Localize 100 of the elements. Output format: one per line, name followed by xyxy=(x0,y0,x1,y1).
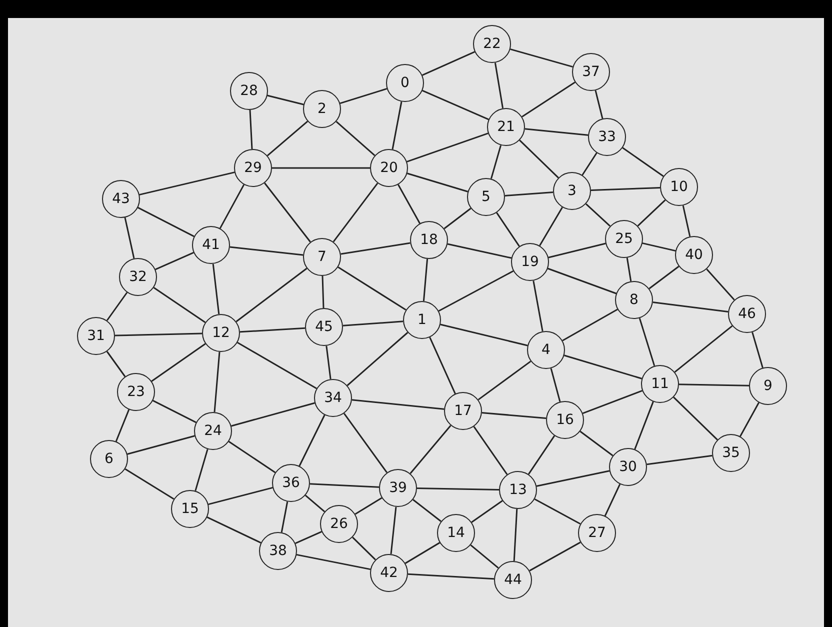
connector-line xyxy=(494,62,504,108)
connector-line xyxy=(646,454,712,466)
connector-line xyxy=(124,217,135,259)
connector-line xyxy=(295,531,322,544)
connector-line xyxy=(539,207,563,246)
connector-line xyxy=(528,435,556,475)
connector-line xyxy=(510,48,573,68)
connector-line xyxy=(482,412,546,420)
connector-line xyxy=(280,502,288,532)
connector-line xyxy=(346,332,408,386)
connector-line xyxy=(410,425,452,474)
connector-line xyxy=(236,268,308,322)
connector-line xyxy=(336,121,376,156)
connector-line xyxy=(422,90,489,120)
connector-line xyxy=(106,292,128,321)
connector-line xyxy=(152,400,196,424)
connector-line xyxy=(153,286,206,324)
connector-line xyxy=(470,544,499,568)
connector-line xyxy=(590,186,660,192)
connector-line xyxy=(447,243,512,259)
connector-line xyxy=(138,206,194,238)
connector-line xyxy=(422,258,428,302)
connector-line xyxy=(412,499,442,522)
connector-line xyxy=(214,352,220,412)
connector-line xyxy=(206,516,262,544)
connector-line xyxy=(114,332,202,336)
connector-line xyxy=(344,412,388,474)
connector-line xyxy=(155,252,194,270)
connector-line xyxy=(604,484,621,516)
connector-line xyxy=(322,276,324,308)
connector-line xyxy=(562,308,618,342)
connector-line xyxy=(522,82,576,118)
connector-line xyxy=(340,88,388,104)
connector-line xyxy=(124,468,174,500)
connector-line xyxy=(678,384,750,386)
connector-line xyxy=(416,488,500,490)
connector-line xyxy=(272,167,370,169)
connector-line xyxy=(127,435,195,455)
connector-line xyxy=(219,184,245,229)
connector-line xyxy=(151,343,206,382)
connector-line xyxy=(673,396,718,440)
connector-line xyxy=(529,542,581,572)
connector-line xyxy=(642,242,676,252)
connector-line xyxy=(422,51,475,76)
connector-line xyxy=(194,448,208,492)
connector-line xyxy=(264,182,311,242)
connector-line xyxy=(298,414,326,466)
connector-line xyxy=(652,302,728,312)
connector-line xyxy=(740,402,760,437)
connector-line xyxy=(392,102,402,150)
connector-line xyxy=(429,337,456,394)
connector-line xyxy=(706,268,735,300)
connector-line xyxy=(513,508,518,562)
connector-line xyxy=(267,94,304,106)
connector-line xyxy=(304,494,326,512)
connector-line xyxy=(208,486,273,506)
connector-line xyxy=(478,360,532,400)
connector-line xyxy=(564,354,642,380)
connector-line xyxy=(490,145,502,179)
connector-line xyxy=(444,208,472,230)
connector-line xyxy=(548,268,616,294)
connector-line xyxy=(139,172,235,196)
connector-line xyxy=(230,246,304,256)
connector-line xyxy=(231,402,315,427)
connector-line xyxy=(504,192,554,196)
connector-line xyxy=(408,573,494,580)
connector-line xyxy=(594,90,604,119)
connector-line xyxy=(390,506,397,554)
connector-line xyxy=(115,409,130,442)
connector-line xyxy=(404,542,440,564)
connector-line xyxy=(634,401,654,450)
connector-line xyxy=(354,497,382,515)
connector-line xyxy=(340,242,410,255)
connector-line xyxy=(580,430,614,456)
connector-line xyxy=(332,182,378,242)
connector-line xyxy=(674,325,733,373)
connector-line xyxy=(228,440,276,474)
connector-line xyxy=(406,132,488,162)
connector-line xyxy=(582,390,642,414)
connector-line xyxy=(548,242,606,258)
connector-line xyxy=(438,270,514,312)
connector-line xyxy=(648,266,680,290)
connector-line xyxy=(249,110,253,150)
connector-line xyxy=(338,266,406,311)
connector-line xyxy=(682,205,691,237)
connector-line xyxy=(212,264,220,314)
connector-line xyxy=(532,280,544,332)
connector-line xyxy=(496,212,520,247)
connector-line xyxy=(519,140,559,178)
connector-line xyxy=(471,500,503,523)
connector-line xyxy=(240,327,306,333)
connector-line xyxy=(637,200,666,226)
connector-line xyxy=(550,368,561,402)
connector-line xyxy=(342,320,404,326)
connector-line xyxy=(296,554,371,570)
connector-line xyxy=(586,203,610,227)
connector-line xyxy=(582,152,598,176)
connector-line xyxy=(352,399,444,410)
connector-line xyxy=(622,147,664,177)
connector-line xyxy=(626,258,632,282)
